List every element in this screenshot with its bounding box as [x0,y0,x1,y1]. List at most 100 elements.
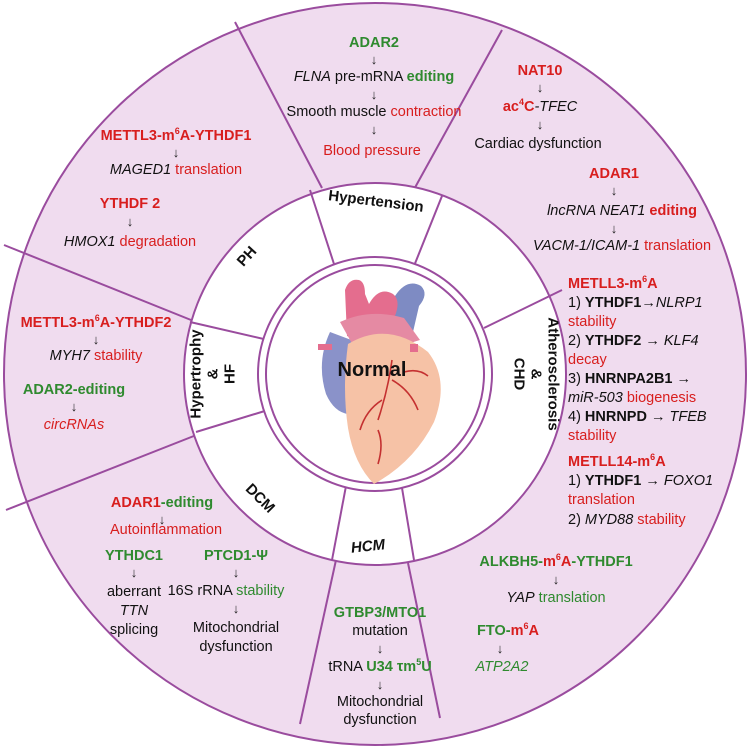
sector-divider [3,244,197,323]
hf-stability: stability [89,348,143,364]
alkbh5-title: ALKBH5-m6A-YTHDF1 [479,552,633,571]
mettl14-item2: 2) MYD88 stability [568,512,686,529]
hcm-sup: 5 [416,657,422,668]
ph-arrow-1: ↓ [172,145,180,160]
nat10-arrow-1: ↓ [536,80,544,95]
dcm-ythdc1: YTHDC1 [104,548,164,564]
label-hypertrophy: Hypertrophy [187,329,205,419]
label-chd: CHD [510,357,528,391]
alk-m: m [543,554,556,570]
m3a-i2a: 2) [568,333,585,349]
mettl3-athero-sup: 6 [642,274,648,285]
ph-mettl3: METTL3-m6A-YTHDF1 [101,126,252,145]
m3a-i3a: 3) [568,371,585,387]
alk-sup: 6 [555,552,561,563]
m3a-i1b: YTHDF1 [584,295,642,311]
ph-translation: translation [171,162,243,178]
ph-hmox1: HMOX1 [63,234,116,250]
hcm-trna-line: tRNA U34 τm5U [328,657,432,676]
label-hcm: HCM [350,536,386,557]
sector-divider [407,562,441,719]
dcm-adar1-line: ADAR1-editing [111,495,213,512]
m3a-i3b: HNRNPA2B1 [584,371,673,387]
alk-d: -YTHDF1 [571,554,633,570]
adar1-arrow-2: ↓ [610,221,618,236]
fto-a: FTO- [477,623,511,639]
hyp-arrow-3: ↓ [370,122,378,137]
mettl3-athero-item1: 1) YTHDF1→NLRP1 [568,295,703,312]
sector-divider [234,21,323,189]
hcm-arrow-1: ↓ [376,641,384,656]
m3a-i1a: 1) [568,295,585,311]
heart-illustration [318,279,441,484]
nat10-ac: ac [502,99,519,115]
hcm-trna: tRNA [328,659,367,675]
m14-i1e: translation [568,492,635,508]
fto-title: FTO-m6A [477,622,539,640]
heart-vessel-left [318,344,332,350]
nat10-c: C [523,99,535,115]
mettl3-athero-item3b: miR-503 biogenesis [568,390,696,407]
alk-c: A [560,554,572,570]
dcm-16s: 16S rRNA [167,583,237,599]
hyp-blood-pressure: Blood pressure [323,143,421,159]
m3a-i1c: → [641,295,656,311]
sector-divider [299,559,337,725]
m3a-i4d: TFEB [669,409,707,425]
m3a-i4c: → [646,409,670,425]
alk-yap: YAP [506,590,535,606]
hcm-gtbp3: GTBP3/MTO1 [333,605,427,621]
hcm-mito: Mitochondrial [336,694,424,710]
ph-maged1: MAGED1 [109,162,172,178]
ph-ythdf2: YTHDF 2 [99,196,161,212]
m14-t1: METLL14-m [568,454,651,470]
inner-sector-divider [331,485,347,561]
heart-arteries [359,359,429,465]
hf-adar2: ADAR2-editing [22,382,126,398]
m3a-i4e: stability [568,428,617,444]
alk-yap-line: YAP translation [506,590,605,607]
hyp-flna-line: FLNA pre-mRNA editing [294,69,454,86]
mettl3-athero-t2: A [647,276,658,292]
adar1-neat1-line: lncRNA NEAT1 editing [547,203,697,220]
dcm-adar1: ADAR1 [110,495,161,511]
hyp-smooth-muscle: Smooth muscle [286,104,391,120]
m14-i2a: 2) [568,512,585,528]
hyp-arrow-1: ↓ [370,52,378,67]
adar1-translation: translation [640,238,712,254]
mettl3-athero-item4: 4) HNRNPD → TFEB [568,409,707,426]
hf-mettl3: METTL3-m6A-YTHDF2 [21,314,172,332]
ph-maged1-line: MAGED1 translation [110,162,242,179]
dcm-arrow-2: ↓ [130,565,138,580]
dcm-ttn: TTN [119,603,149,619]
nat10-ac4c-line: ac4C-TFEC [502,98,578,116]
inner-sector-divider [401,487,415,561]
sector-dividers [3,21,503,725]
adar1-arrow-1: ↓ [610,183,618,198]
dcm-autoinflammation: Autoinflammation [109,522,223,538]
inner-sector-divider [195,409,269,433]
center-label: Normal [337,359,407,381]
hcm-u: U [421,659,432,675]
ph-mettl3-sup: 6 [174,126,180,137]
label-atherosclerosis: Atherosclerosis [544,317,562,431]
m3a-i2c: → [641,333,664,349]
alk-a: ALKBH5- [479,554,543,570]
ph-mettl3-c: A-YTHDF1 [179,128,252,144]
hyp-editing: editing [406,69,455,85]
adar1-neat1: lncRNA NEAT1 [547,203,646,219]
nat10-tfec: -TFEC [534,99,578,115]
m14-i1b: YTHDF1 [584,473,642,489]
nat10-arrow-2: ↓ [536,117,544,132]
m3a-i2b: YTHDF2 [584,333,642,349]
inner-sector-divider [189,321,269,341]
dcm-ptcd1: PTCD1-Ψ [203,548,269,564]
m14-i2c: stability [633,512,686,528]
hyp-flna: FLNA [293,69,331,85]
ph-degradation: degradation [115,234,197,250]
m14-i1a: 1) [568,473,585,489]
m3a-i1d: NLRP1 [655,295,703,311]
m14-i1c: → [641,473,664,489]
dcm-mito: Mitochondrial [192,620,280,636]
